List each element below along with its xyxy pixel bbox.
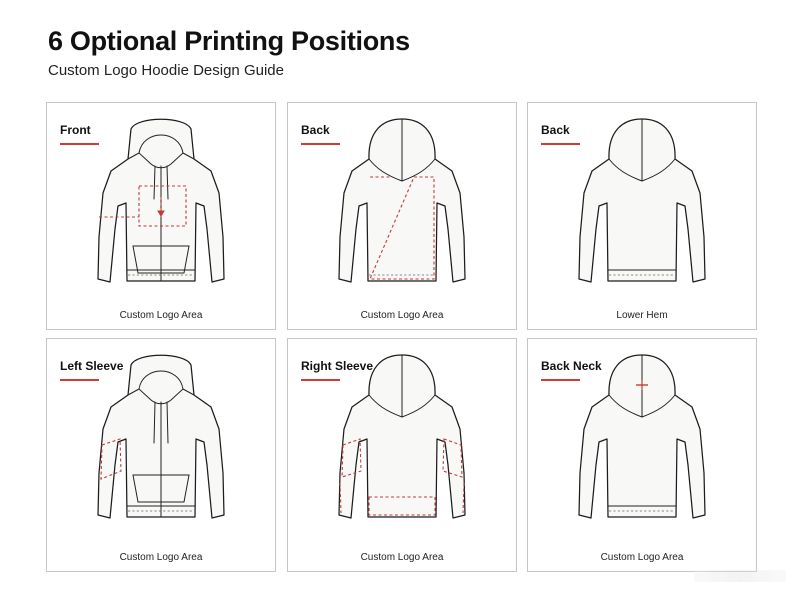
panel-caption: Custom Logo Area [360, 552, 444, 563]
panel-label-right-sleeve: Right Sleeve [301, 359, 374, 373]
panel-label-back: Back [541, 123, 570, 137]
panel-caption: Custom Logo Area [119, 310, 203, 321]
page-title: 6 Optional Printing Positions [48, 26, 410, 56]
panel-caption: Custom Logo Area [119, 552, 203, 563]
panel-label-back-neck: Back Neck [541, 359, 602, 373]
panel-caption: Custom Logo Area [600, 552, 684, 563]
panel-right-sleeve: Right Sleeve Custom Logo Area [287, 338, 517, 572]
hoodie-front-illustration [97, 354, 225, 519]
panel-caption: Lower Hem [616, 310, 668, 321]
panel-back: Back Custom Logo Area [287, 102, 517, 330]
hoodie-front-illustration [97, 118, 225, 283]
panel-left-sleeve: Left Sleeve Custom Logo Area [46, 338, 276, 572]
printing-positions-grid: Front Custom Logo Area Back Custom Logo … [46, 102, 758, 572]
hoodie-back-illustration [338, 354, 466, 519]
panel-front: Front Custom Logo Area [46, 102, 276, 330]
panel-caption: Custom Logo Area [360, 310, 444, 321]
label-underline [541, 379, 580, 381]
panel-label-left-sleeve: Left Sleeve [60, 359, 124, 373]
label-underline [60, 379, 99, 381]
hoodie-back-illustration [338, 118, 466, 283]
hoodie-back-illustration [578, 118, 706, 283]
label-underline [301, 143, 340, 145]
panel-label-back: Back [301, 123, 330, 137]
faint-watermark [694, 570, 786, 582]
hoodie-back-illustration [578, 354, 706, 519]
label-underline [541, 143, 580, 145]
page-subtitle: Custom Logo Hoodie Design Guide [48, 62, 284, 79]
panel-label-front: Front [60, 123, 91, 137]
label-underline [60, 143, 99, 145]
label-underline [301, 379, 340, 381]
panel-lower-hem: Back Lower Hem [527, 102, 757, 330]
panel-back-neck: Back Neck Custom Logo Area [527, 338, 757, 572]
